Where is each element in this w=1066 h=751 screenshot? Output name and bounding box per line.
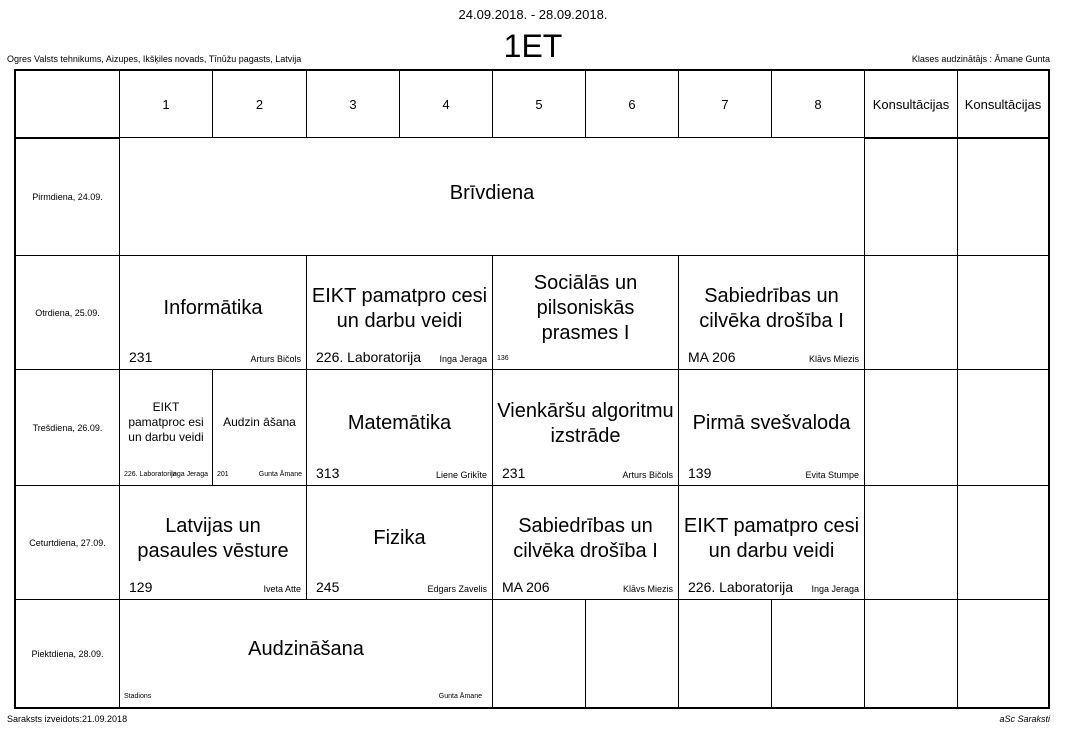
lesson-cell[interactable]: EIKT pamatpro cesi un darbu veidi 226. La… [679,486,864,599]
lesson-subject: Latvijas un pasaules vēsture [137,514,289,562]
day-label: Trešdiena, 26.09. [32,422,103,433]
lesson-subject: Sociālās un pilsoniskās prasmes I [533,272,638,344]
lesson-teacher: Inga Jeraga [811,584,859,594]
lesson-cell[interactable]: Sociālās un pilsoniskās prasmes I 136 [493,256,678,369]
lesson-teacher: Liene Grikīte [435,470,487,480]
lesson-teacher: Klāvs Miezis [808,354,859,364]
grid-column-line [678,71,679,707]
lesson-teacher: Iveta Atte [263,584,301,594]
grid-row-line [16,255,1048,256]
day-label: Piektdiena, 28.09. [31,648,104,659]
class-name: 1ET [503,28,563,64]
lesson-cell[interactable]: Audzin āšana 201 Gunta Āmane [213,370,306,485]
created-date: Saraksts izveidots:21.09.2018 [7,714,128,724]
lesson-cell[interactable]: Pirmā svešvaloda 139 Evita Stumpe [679,370,864,485]
lesson-cell[interactable]: Brīvdiena [120,138,864,255]
column-header: Konsultācijas [964,96,1042,112]
lesson-room: MA 206 [688,349,736,365]
lesson-subject: Fizika [373,527,426,549]
lesson-teacher: Gunta Āmane [258,471,302,478]
class-teacher: Klases audzinātājs : Āmane Gunta [911,54,1050,64]
lesson-cell[interactable]: Informātika 231 Arturs Bičols [120,256,306,369]
lesson-room: Stadions [124,693,152,700]
lesson-room: 226. Laboratorija [316,349,422,365]
lesson-teacher: Arturs Bičols [622,470,673,480]
lesson-teacher: Arturs Bičols [250,354,301,364]
lesson-room: 226. Laboratorija [688,579,794,595]
column-header: 2 [255,96,264,112]
lesson-subject: EIKT pamatpro cesi un darbu veidi [311,284,488,332]
grid-column-line [212,71,213,707]
grid-column-line [306,71,307,707]
lesson-cell[interactable]: EIKT pamatproc esi un darbu veidi 226. La… [120,370,212,485]
column-header: 7 [721,96,729,112]
column-header: 8 [814,96,822,112]
lesson-subject: Brīvdiena [449,182,535,204]
column-header: 6 [628,96,636,112]
lesson-teacher: Klāvs Miezis [622,584,673,594]
school-info: Ogres Valsts tehnikums, Aizupes, Ikšķile… [7,54,302,64]
day-label: Otrdiena, 25.09. [35,307,100,318]
column-header: 3 [349,96,357,112]
grid-row-line [16,599,1048,600]
lesson-subject: Pirmā svešvaloda [692,412,851,434]
day-label: Pirmdiena, 24.09. [32,191,103,202]
lesson-room: 231 [502,465,526,481]
lesson-room: 136 [497,355,509,362]
grid-row-line [16,485,1048,486]
lesson-subject: EIKT pamatpro cesi un darbu veidi [683,514,860,562]
day-label: Ceturtdiena, 27.09. [29,537,106,548]
software-credit: aSc Saraksti [999,714,1050,724]
column-header: 1 [162,96,170,112]
lesson-room: 245 [316,579,340,595]
lesson-cell[interactable]: Sabiedrības un cilvēka drošība I MA 206 Kl… [679,256,864,369]
lesson-cell[interactable]: EIKT pamatpro cesi un darbu veidi 226. La… [307,256,492,369]
lesson-teacher: Inga Jeraga [171,471,208,478]
lesson-cell[interactable]: Sabiedrības un cilvēka drošība I MA 206 Kl… [493,486,678,599]
lesson-subject: Vienkāršu algoritmu izstrāde [497,399,674,447]
lesson-room: 139 [688,465,712,481]
lesson-cell[interactable]: Latvijas un pasaules vēsture 129 Iveta Att… [120,486,306,599]
lesson-room: 201 [217,471,229,478]
grid-column-line [119,71,120,707]
date-range: 24.09.2018. - 28.09.2018. [458,7,608,22]
lesson-subject: Matemātika [347,412,452,434]
grid-column-line [864,71,865,707]
lesson-cell[interactable]: Vienkāršu algoritmu izstrāde 231 Arturs Bi… [493,370,678,485]
grid-row-line [16,369,1048,370]
column-header: 4 [442,96,450,112]
lesson-subject: Audzin āšana [223,415,296,429]
lesson-teacher: Gunta Āmane [438,693,482,700]
lesson-cell[interactable]: Matemātika 313 Liene Grikīte [307,370,492,485]
grid-column-line [492,71,493,707]
lesson-room: 226. Laboratorija [124,471,177,478]
lesson-teacher: Edgars Zavelis [427,584,487,594]
lesson-room: 313 [316,465,340,481]
lesson-subject: Audzināšana [248,638,364,660]
column-header: 5 [535,96,543,112]
lesson-subject: Sabiedrības un cilvēka drošība I [513,514,658,562]
lesson-room: 231 [129,349,153,365]
column-header: Konsultācijas [872,96,950,112]
grid-column-line [957,71,958,707]
lesson-room: 129 [129,579,153,595]
lesson-subject: Sabiedrības un cilvēka drošība I [699,284,844,332]
lesson-cell[interactable]: Fizika 245 Edgars Zavelis [307,486,492,599]
lesson-teacher: Evita Stumpe [805,470,859,480]
lesson-room: MA 206 [502,579,550,595]
lesson-teacher: Inga Jeraga [439,354,487,364]
lesson-subject: EIKT pamatproc esi un darbu veidi [128,400,204,444]
lesson-subject: Informātika [163,297,263,319]
